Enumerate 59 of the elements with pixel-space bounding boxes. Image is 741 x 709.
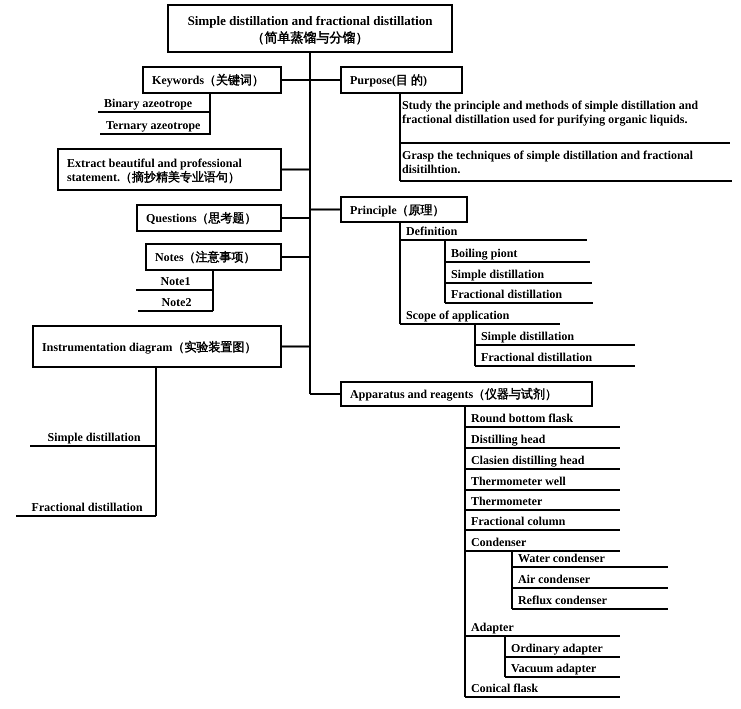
connector-line [399,94,401,181]
branch-label: Distilling head [471,432,546,446]
branch-label: Water condenser [518,551,606,565]
branch-label: Principle（原理） [350,202,446,216]
branch-box [57,148,282,191]
branch-label: Air condenser [518,572,592,586]
branch-label: Ternary azeotrope [106,118,202,132]
branch-label: Fractional column [471,514,566,528]
branch-label: Apparatus and reagents（仪器与试剂） [350,387,558,401]
connector-line [399,223,401,324]
branch-box [136,204,282,232]
connector-line [155,368,157,516]
branch-label: Vacuum adapter [511,661,598,675]
branch-label: Extract beautiful and professional statement.（摘抄精美专业语句） [67,156,243,184]
connector-line [444,241,446,303]
branch-label: Simple distillation [47,430,141,444]
branch-box [142,66,282,94]
branch-label: Thermometer [471,494,544,508]
branch-label: Reflux condenser [518,593,608,607]
branch-label: Conical flask [471,681,540,695]
branch-label: Simple distillation [481,329,576,343]
connector-line [464,407,466,697]
connector-line [511,552,513,609]
connector-line [212,271,214,311]
branch-label: Notes（注意事项） [155,250,257,264]
topic-title: （简单蒸馏与分馏） [252,28,368,46]
branch-label: Keywords（关键词） [152,73,265,87]
branch-label: Fractional distillation [32,500,142,514]
branch-box [145,243,282,271]
branch-label: Fractional distillation [451,287,563,301]
branch-label: Grasp the techniques of simple distillation and fractional disitilhtion. [402,148,694,176]
branch-label: Thermometer well [471,474,567,488]
branch-box [32,325,282,368]
branch-label: Ordinary adapter [511,641,604,655]
branch-box [340,196,468,223]
connector-line [209,93,212,135]
branch-label: Round bottom flask [471,411,574,425]
branch-label: Note2 [162,295,192,309]
branch-box [340,66,463,94]
connector-line [281,52,341,395]
branch-label: Binary azeotrope [104,96,194,110]
branch-label: Fractional distillation [481,350,593,364]
branch-label: Adapter [471,620,515,634]
branch-label: Study the principle and methods of simple distillation and fractional distillation used for purifying organic liquids. [402,98,698,126]
branch-label: Scope of application [406,308,510,322]
branch-label: Note1 [160,274,190,288]
topic-box [167,4,453,53]
branch-label: Definition [406,224,458,238]
branch-box [340,381,593,407]
branch-label: Simple distillation [451,267,546,281]
connector-line [504,637,506,677]
topic-title: Simple distillation and fractional distillation [188,12,432,28]
branch-label: Boiling piont [451,246,518,260]
branch-label: Questions（思考题） [146,211,258,225]
connector-line [474,325,476,366]
branch-label: Clasien distilling head [471,453,586,467]
branch-label: Condenser [471,535,528,549]
branch-label: Instrumentation diagram（实验装置图） [42,340,258,354]
branch-label: Purpose(目 的) [350,73,428,87]
